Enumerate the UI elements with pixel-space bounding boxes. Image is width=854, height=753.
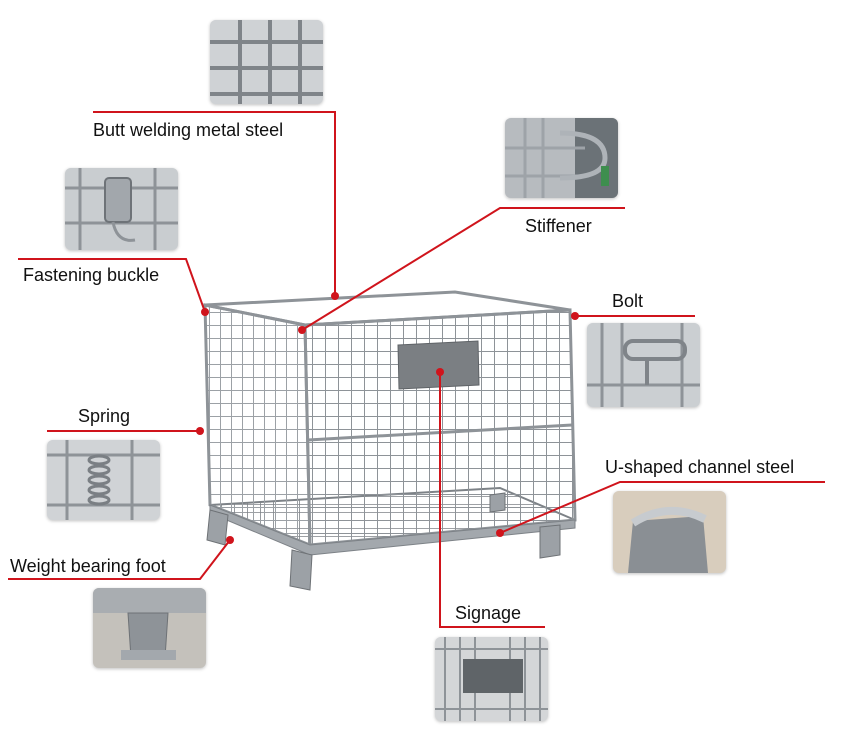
label-spring: Spring [78,406,131,426]
cage-foot-left [206,509,229,546]
thumb-u-channel [613,491,726,573]
cage-signage-plate [397,340,480,390]
cage-foot-right [539,524,561,559]
thumb-weight-foot [93,588,206,668]
thumb-butt-welding [210,20,323,104]
thumb-fastening-buckle [65,168,178,250]
thumb-signage [435,637,548,721]
leader-dots [196,292,579,544]
label-stiffener: Stiffener [525,216,592,236]
cage-foot-front [289,549,313,591]
cage-foot-back [489,492,506,513]
label-u-channel: U-shaped channel steel [605,457,795,477]
thumb-bolt [587,323,700,407]
thumb-stiffener [505,118,618,198]
label-fastening-buckle: Fastening buckle [23,265,160,285]
thumb-spring [47,440,160,520]
leader-lines [8,111,825,628]
label-butt-welding: Butt welding metal steel [93,120,284,140]
label-weight-foot: Weight bearing foot [10,556,166,576]
label-bolt: Bolt [612,291,644,311]
label-signage: Signage [455,603,522,623]
